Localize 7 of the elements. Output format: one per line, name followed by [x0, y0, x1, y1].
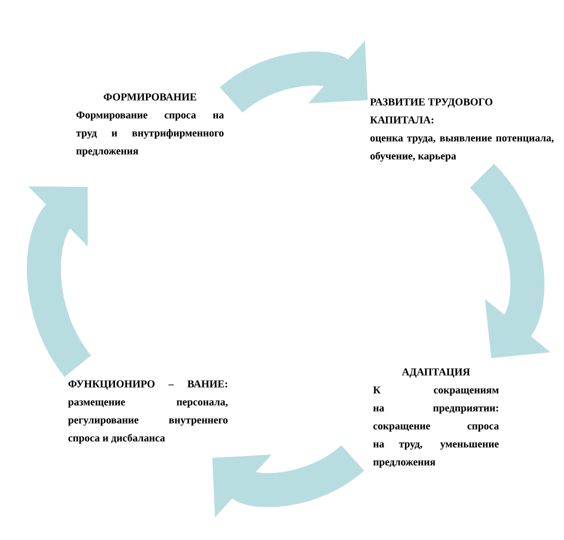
node-text: К сокращениям на предприятии: сокращение спроса на труд, уменьшение предложения [373, 386, 499, 468]
node-heading: АДАПТАЦИЯ [402, 368, 470, 378]
node-heading: ФОРМИРОВАНИЕ [104, 93, 196, 100]
node-text: ФУНКЦИОНИРО – ВАНИЕ: размещение персонала, регулирование внутреннего спроса и дисбаланса [68, 380, 228, 444]
node-text: Формирование спроса на труд и внутрифирменного предложения [76, 111, 224, 157]
node-heading: РАЗВИТИЕ ТРУДОВОГО КАПИТАЛА: [370, 98, 492, 124]
node-text: оценка труда, выявление потенциала, обучение, карьера [370, 136, 554, 162]
